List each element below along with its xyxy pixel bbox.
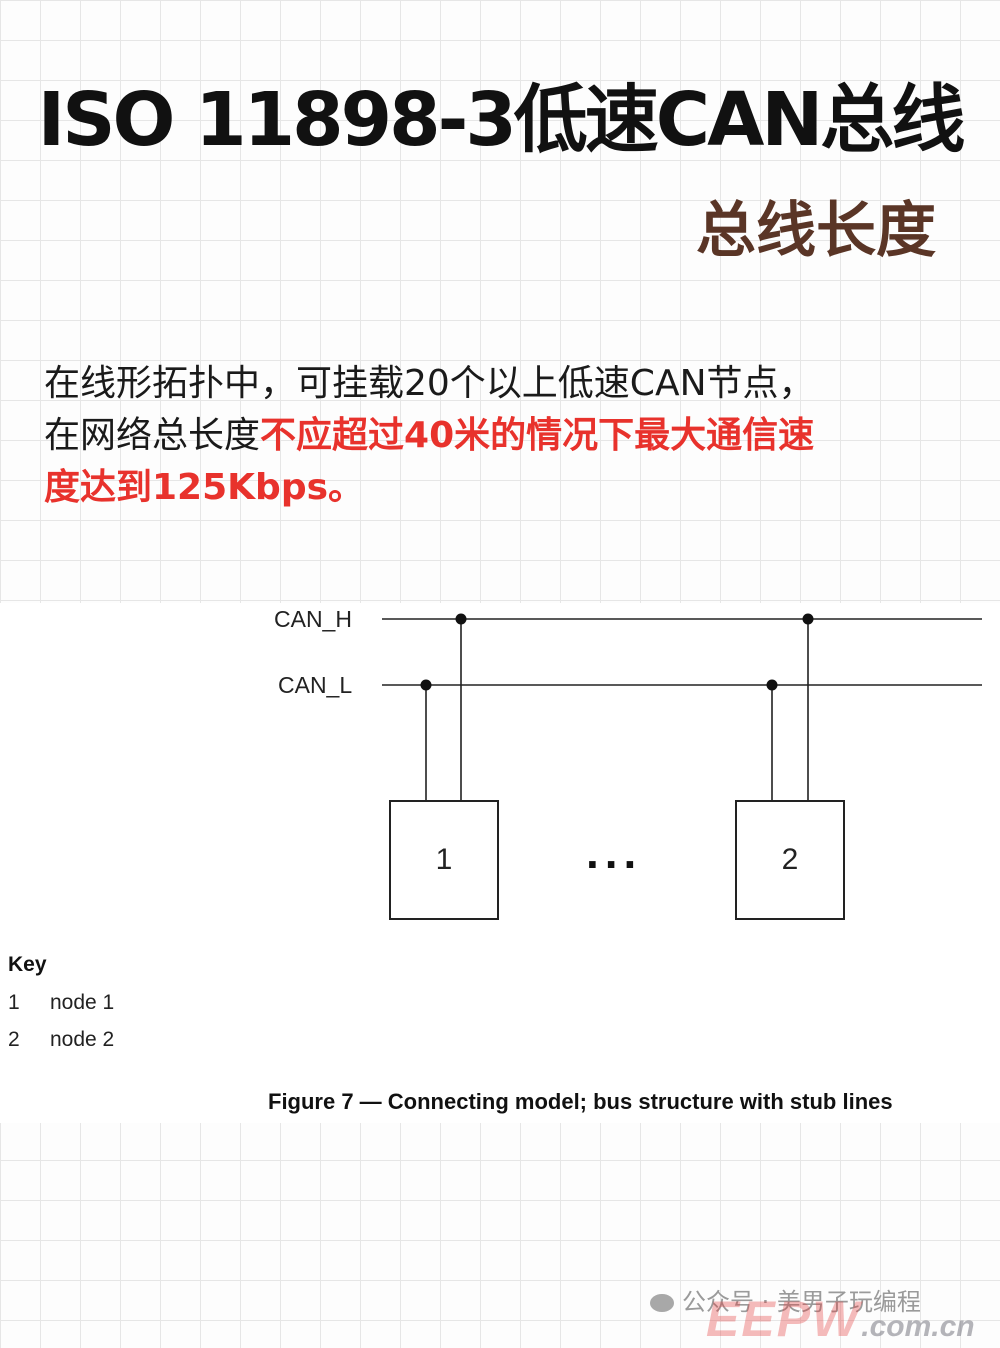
key-row-2-number: 2	[8, 1028, 20, 1051]
node-2-can-h-junction	[802, 613, 814, 625]
wechat-icon	[650, 1294, 674, 1312]
node-1-number: 1	[435, 843, 453, 876]
page-title: ISO 11898-3低速CAN总线	[37, 77, 966, 163]
intro-line-2: 在网络总长度不应超过40米的情况下最大通信速	[44, 410, 974, 462]
node-2-number: 2	[781, 843, 799, 876]
wechat-watermark: 公众号 · 美男子玩编程	[650, 1282, 921, 1317]
watermark-account: 公众号 · 美男子玩编程	[682, 1288, 921, 1316]
figure-caption: Figure 7 — Connecting model; bus structu…	[268, 1089, 893, 1114]
intro-paragraph: 在线形拓扑中，可挂载20个以上低速CAN节点， 在网络总长度不应超过40米的情况…	[44, 358, 974, 514]
bus-diagram	[382, 613, 982, 800]
node-2-can-l-junction	[766, 679, 778, 691]
node-2-box: 2	[735, 800, 845, 920]
can-h-label: CAN_H	[274, 606, 352, 632]
logo-domain: .com.cn	[861, 1310, 975, 1343]
more-nodes-ellipsis: ...	[586, 826, 643, 878]
intro-line-1: 在线形拓扑中，可挂载20个以上低速CAN节点，	[44, 363, 815, 404]
key-row-1-label: node 1	[50, 991, 115, 1014]
key-row-1-number: 1	[8, 991, 20, 1014]
intro-line-3-highlight: 度达到125Kbps。	[44, 467, 365, 508]
page-subtitle: 总线长度	[696, 196, 936, 266]
key-row-1: 1 node 1	[8, 991, 114, 1015]
key-title: Key	[8, 953, 47, 976]
can-l-label: CAN_L	[278, 672, 353, 698]
intro-line-2-normal: 在网络总长度	[44, 415, 261, 456]
node-1-box: 1	[389, 800, 499, 920]
logo-text: EEPW	[706, 1291, 862, 1347]
key-row-2: 2 node 2	[8, 1028, 114, 1052]
key-row-2-label: node 2	[50, 1028, 115, 1051]
eepw-logo: EEPW.com.cn	[706, 1290, 975, 1348]
node-1-can-l-junction	[420, 679, 432, 691]
node-1-can-h-junction	[455, 613, 467, 625]
intro-line-2-highlight: 不应超过40米的情况下最大通信速	[260, 415, 815, 456]
